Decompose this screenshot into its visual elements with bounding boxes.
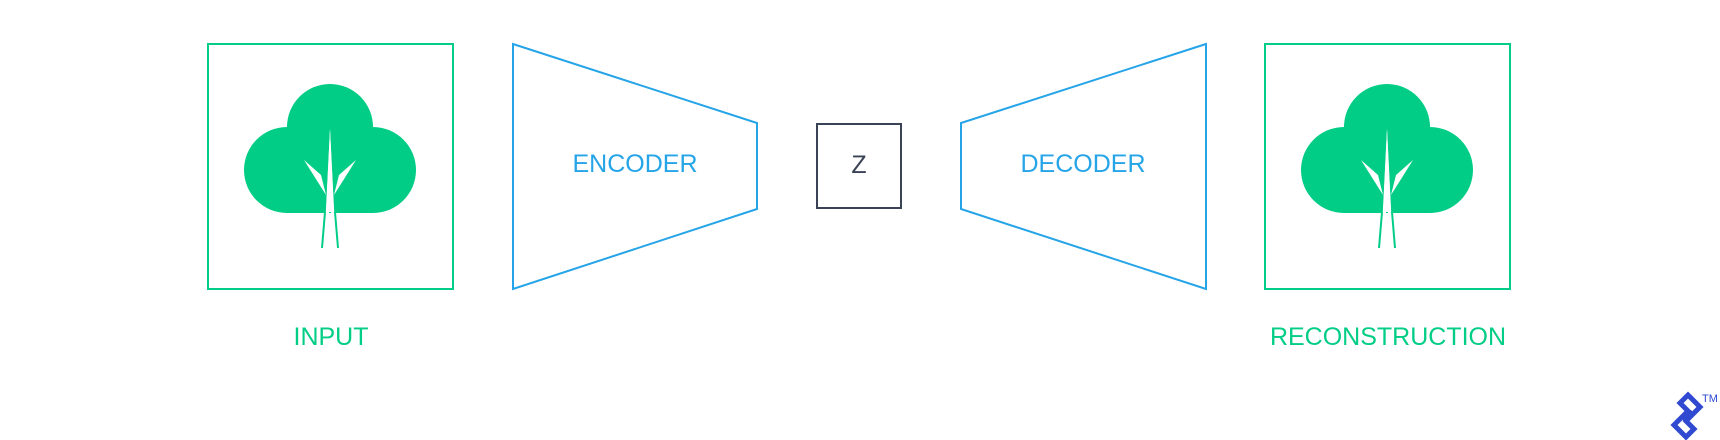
encoder-label: ENCODER xyxy=(572,150,697,178)
latent-block: Z xyxy=(816,123,902,209)
decoder-label: DECODER xyxy=(1020,150,1145,178)
trademark-label: TM xyxy=(1702,393,1718,405)
encoder-block: ENCODER xyxy=(512,42,758,291)
input-label: INPUT xyxy=(294,323,369,351)
input-tree-icon xyxy=(244,84,416,248)
output-panel xyxy=(1264,43,1511,290)
decoder-block: DECODER xyxy=(960,42,1207,291)
encoder-shape xyxy=(512,42,758,291)
latent-frame xyxy=(816,123,902,209)
input-frame xyxy=(207,43,454,290)
decoder-shape xyxy=(960,42,1207,291)
input-panel xyxy=(207,43,454,290)
output-frame xyxy=(1264,43,1511,290)
latent-label: Z xyxy=(851,151,866,179)
reconstruction-label: RECONSTRUCTION xyxy=(1270,323,1506,351)
toptal-logo-icon: TM xyxy=(1670,391,1718,440)
output-tree-icon xyxy=(1301,84,1473,248)
